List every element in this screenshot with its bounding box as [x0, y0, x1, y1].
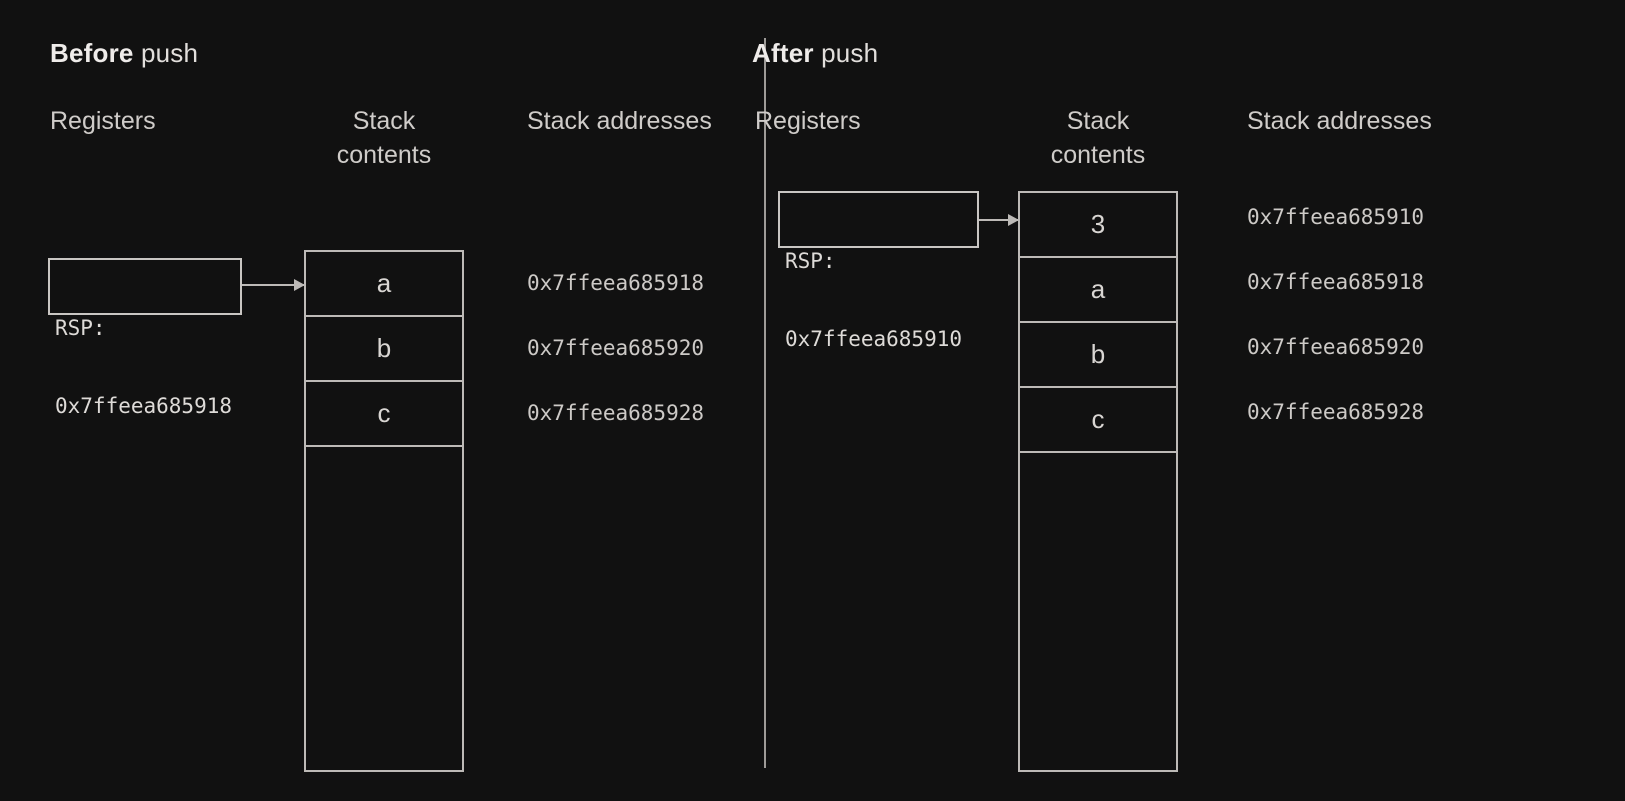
- after-stack-cell-3: c: [1020, 388, 1176, 453]
- before-stack-contents-heading: Stack contents: [303, 104, 465, 172]
- after-stack-address-1: 0x7ffeea685918: [1247, 270, 1425, 294]
- after-stack-cell-empty: [1020, 453, 1176, 770]
- panel-divider: [764, 38, 766, 768]
- after-stack-cell-1: a: [1020, 258, 1176, 323]
- before-stack-box: a b c: [304, 250, 464, 772]
- before-stack-cell-1: b: [306, 317, 462, 382]
- before-rsp-register-value: 0x7ffeea685918: [55, 394, 233, 418]
- after-stack-box: 3 a b c: [1018, 191, 1178, 772]
- before-rsp-register-box: RSP: 0x7ffeea685918: [48, 258, 242, 418]
- after-stack-address-0: 0x7ffeea685910: [1247, 205, 1425, 229]
- after-rsp-pointer-arrow: [979, 219, 1018, 221]
- before-stack-addresses-heading: Stack addresses: [527, 107, 712, 135]
- after-stack-contents-heading: Stack contents: [1017, 104, 1179, 172]
- before-stack-cell-0: a: [306, 252, 462, 317]
- after-stack-address-2: 0x7ffeea685920: [1247, 335, 1425, 359]
- after-registers-heading: Registers: [755, 107, 861, 135]
- before-stack-address-0: 0x7ffeea685918: [527, 271, 705, 295]
- before-registers-heading: Registers: [50, 107, 156, 135]
- after-rsp-register-name: RSP:: [785, 249, 836, 273]
- before-stack-contents-heading-line1: Stack: [352, 107, 416, 135]
- before-rsp-pointer-arrow: [242, 284, 304, 286]
- after-stack-contents-heading-line2: contents: [1050, 141, 1146, 169]
- after-title-rest: push: [813, 38, 879, 68]
- before-stack-cell-empty: [306, 447, 462, 770]
- after-rsp-register-value: 0x7ffeea685910: [785, 327, 963, 351]
- after-stack-cell-0: 3: [1020, 193, 1176, 258]
- before-title-rest: push: [133, 38, 199, 68]
- before-stack-cell-2: c: [306, 382, 462, 447]
- after-panel-title: After push: [752, 38, 878, 69]
- before-stack-address-1: 0x7ffeea685920: [527, 336, 705, 360]
- before-panel-title: Before push: [50, 38, 198, 69]
- after-title-emphasis: After: [752, 38, 814, 68]
- after-stack-contents-heading-line1: Stack: [1066, 107, 1130, 135]
- before-title-emphasis: Before: [50, 38, 134, 68]
- after-stack-cell-2: b: [1020, 323, 1176, 388]
- before-stack-address-2: 0x7ffeea685928: [527, 401, 705, 425]
- after-stack-address-3: 0x7ffeea685928: [1247, 400, 1425, 424]
- after-stack-addresses-heading: Stack addresses: [1247, 107, 1432, 135]
- after-rsp-register-box: RSP: 0x7ffeea685910: [778, 191, 979, 351]
- before-stack-contents-heading-line2: contents: [336, 141, 432, 169]
- before-rsp-register-name: RSP:: [55, 316, 106, 340]
